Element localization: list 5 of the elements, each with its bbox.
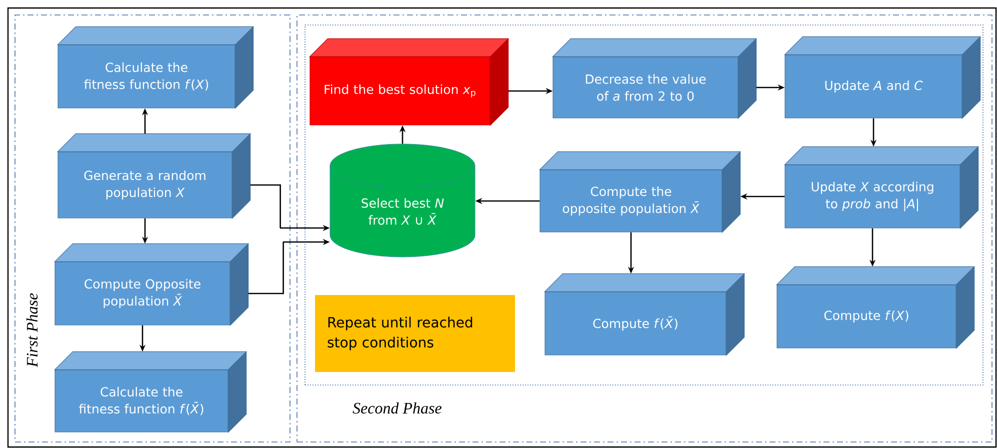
- phase-label: First Phase: [26, 293, 38, 368]
- database-cylinder: Select best N from X ∪ X̄: [330, 144, 476, 258]
- loop-frame: [304, 24, 984, 386]
- note-box: Repeat until reached stop conditions: [315, 295, 515, 372]
- phase-label: Second Phase: [352, 402, 442, 414]
